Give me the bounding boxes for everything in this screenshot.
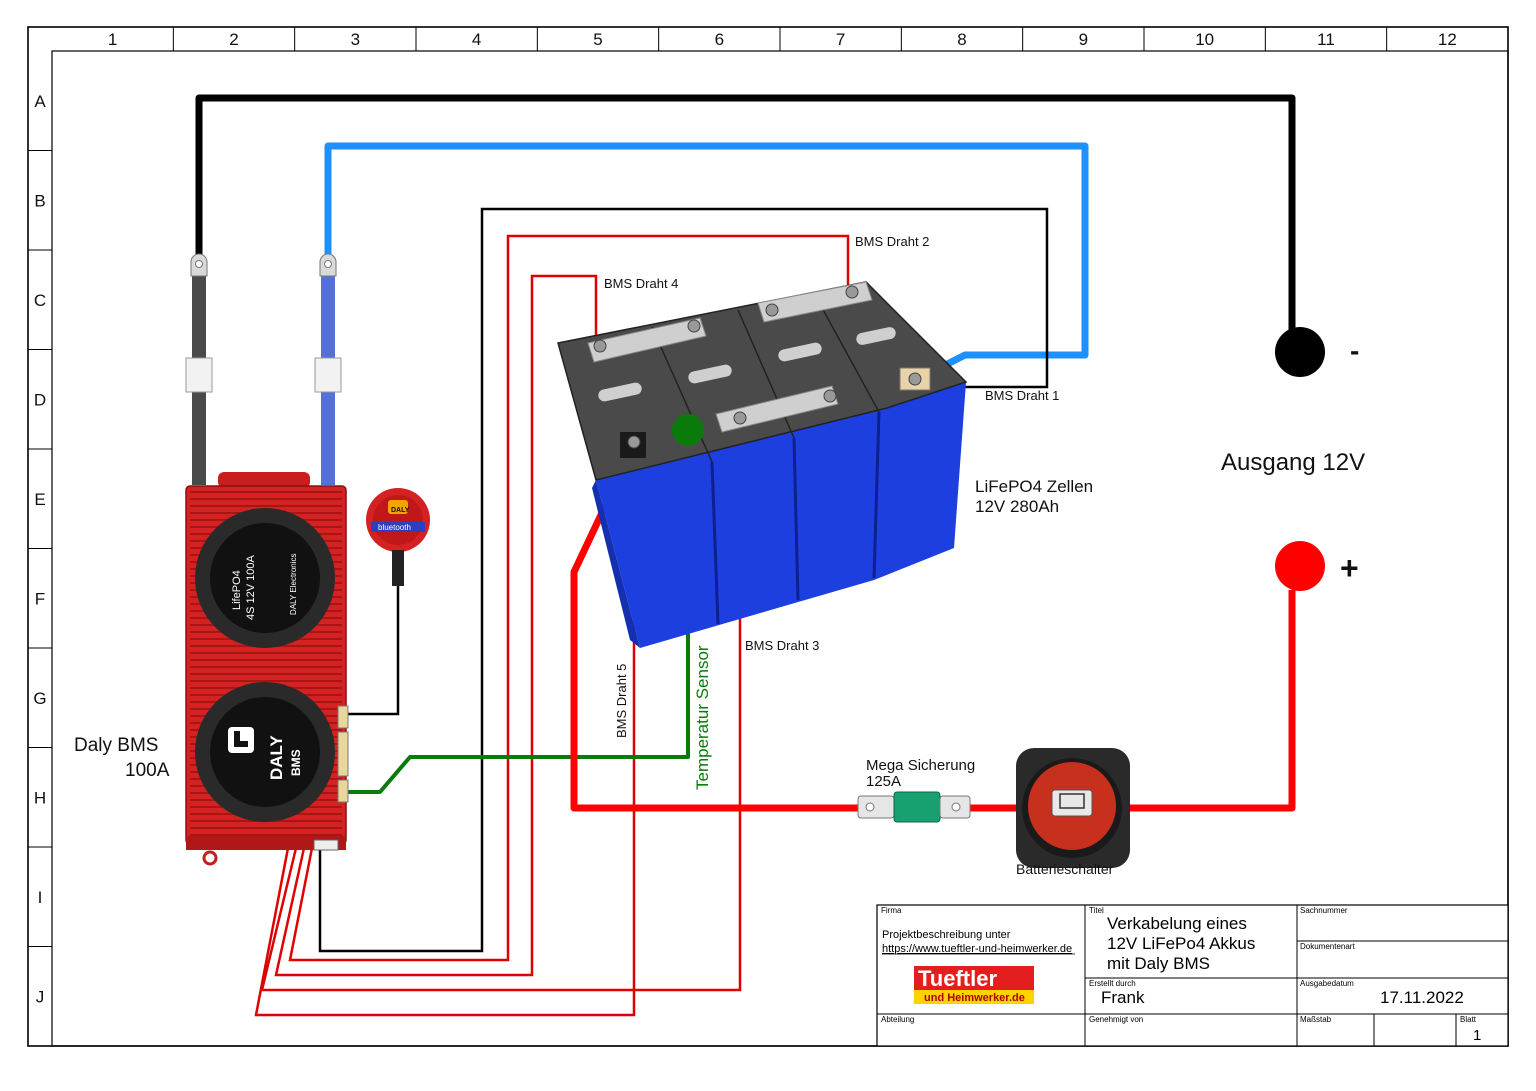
- logo-bottom-text: und Heimwerker.de: [924, 992, 1025, 1004]
- frame-row-label: D: [34, 390, 46, 409]
- fan-bottom: [195, 682, 335, 822]
- titel-label: Titel: [1089, 906, 1104, 915]
- bms-label-line1: Daly BMS: [74, 735, 158, 756]
- frame-column-label: 8: [957, 30, 966, 49]
- bms-wire-2-path: [288, 234, 850, 962]
- frame-row-label: I: [38, 888, 43, 907]
- temperature-sensor-icon: [672, 414, 704, 446]
- genehmigt-label: Genehmigt von: [1089, 1015, 1143, 1024]
- frame-column-label: 4: [472, 30, 481, 49]
- frame-row-label: H: [34, 788, 46, 807]
- positive-output-terminal: [1275, 541, 1325, 591]
- bms-label-line2: 100A: [125, 760, 170, 781]
- frame-column-label: 9: [1079, 30, 1088, 49]
- bluetooth-brand: DALY: [391, 507, 410, 514]
- frame-column-label: 6: [715, 30, 724, 49]
- output-label: Ausgang 12V: [1221, 449, 1365, 476]
- bms-wire-1-path: [318, 207, 1049, 953]
- ausgabedatum-label: Ausgabedatum: [1300, 979, 1354, 988]
- titel-line2: 12V LiFePo4 Akkus: [1107, 934, 1255, 953]
- bms-wire-3-label: BMS Draht 3: [745, 638, 819, 653]
- firma-url[interactable]: https://www.tueftler-und-heimwerker.de: [882, 943, 1072, 955]
- sachnummer-label: Sachnummer: [1300, 906, 1348, 915]
- blatt-label: Blatt: [1460, 1015, 1477, 1024]
- b-minus-wire: [324, 142, 1089, 382]
- bms-wire-1-label: BMS Draht 1: [985, 388, 1059, 403]
- abteilung-label: Abteilung: [881, 1015, 914, 1024]
- erstellt-label: Erstellt durch: [1089, 979, 1136, 988]
- temp-sensor-label: Temperatur Sensor: [693, 645, 712, 790]
- daly-logo: DALY BMS: [228, 727, 303, 780]
- positive-output-wire: [1122, 590, 1296, 812]
- frame-column-label: 2: [229, 30, 238, 49]
- firma-text: Projektbeschreibung unter: [882, 929, 1011, 941]
- firma-label: Firma: [881, 906, 902, 915]
- temperature-sensor-wire: [345, 430, 690, 794]
- frame-row-label: E: [34, 490, 45, 509]
- bms-logo-sub: BMS: [289, 749, 303, 776]
- titel-line3: mit Daly BMS: [1107, 954, 1210, 973]
- wires: [195, 94, 1296, 1017]
- tueftler-logo: Tueftler und Heimwerker.de: [914, 966, 1034, 1004]
- bms-cables: [185, 253, 342, 485]
- frame-row-label: G: [33, 689, 46, 708]
- frame-row-label: J: [36, 987, 45, 1006]
- massstab-label: Maßstab: [1300, 1015, 1332, 1024]
- frame-column-label: 7: [836, 30, 845, 49]
- titel-line1: Verkabelung eines: [1107, 914, 1247, 933]
- frame-column-label: 10: [1195, 30, 1214, 49]
- bms-wire-2-label: BMS Draht 2: [855, 234, 929, 249]
- frame-column-label: 3: [351, 30, 360, 49]
- bms-wire-5-label: BMS Draht 5: [614, 664, 629, 738]
- frame-column-label: 12: [1438, 30, 1457, 49]
- bms-face-text-3: DALY Electronics: [289, 553, 298, 615]
- battery-switch: [1016, 748, 1130, 868]
- fan-top: [195, 508, 335, 648]
- mega-fuse: [857, 791, 971, 823]
- cells-label-line1: LiFePO4 Zellen: [975, 477, 1093, 496]
- ring-lug-p: [319, 253, 337, 277]
- fuse-label-line2: 125A: [866, 773, 901, 790]
- minus-symbol: -: [1350, 335, 1359, 366]
- bms-wire-5-path: [254, 441, 636, 1017]
- erstellt-value: Frank: [1101, 988, 1145, 1007]
- blatt-value: 1: [1473, 1027, 1481, 1044]
- bms-wire-4-label: BMS Draht 4: [604, 276, 678, 291]
- daly-bms: LifePO4 4S 12V 100A DALY Electronics DAL…: [185, 472, 349, 866]
- plus-symbol: +: [1340, 550, 1359, 586]
- frame-row-label: C: [34, 291, 46, 310]
- negative-output-terminal: [1275, 327, 1325, 377]
- frame-column-label: 1: [108, 30, 117, 49]
- frame-column-label: 5: [593, 30, 602, 49]
- ring-lug-b: [190, 253, 208, 277]
- bms-logo-text: DALY: [267, 735, 286, 780]
- dokumentenart-label: Dokumentenart: [1300, 942, 1355, 951]
- frame-row-label: B: [34, 191, 45, 210]
- ausgabedatum-value: 17.11.2022: [1380, 988, 1464, 1007]
- cells-label-line2: 12V 280Ah: [975, 497, 1059, 516]
- bluetooth-module: DALY bluetooth: [366, 488, 430, 586]
- bluetooth-label: bluetooth: [378, 523, 411, 532]
- bms-face-text-2: 4S 12V 100A: [245, 555, 257, 620]
- switch-label: Batterieschalter: [1016, 861, 1114, 877]
- frame-row-label: A: [34, 92, 46, 111]
- logo-top-text: Tueftler: [918, 966, 997, 991]
- bms-wire-3-path: [260, 418, 742, 992]
- negative-output-wire: [195, 94, 1296, 345]
- fuse-label-line1: Mega Sicherung: [866, 757, 975, 774]
- lifepo4-cell-pack: [557, 281, 968, 648]
- bms-wire-4-path: [274, 274, 598, 977]
- frame-column-label: 11: [1317, 30, 1335, 49]
- frame-row-label: F: [35, 589, 45, 608]
- bms-face-text-1: LifePO4: [231, 570, 243, 610]
- bluetooth-cable: [345, 585, 400, 716]
